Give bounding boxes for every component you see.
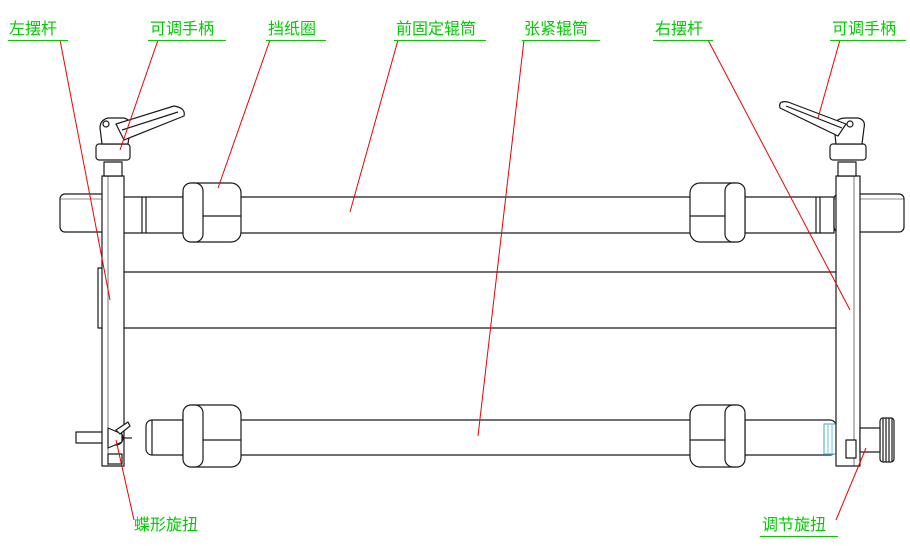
leader-front-roller bbox=[349, 39, 399, 213]
wing-knob-part bbox=[107, 421, 132, 449]
label-tension-roller: 张紧辊筒 bbox=[524, 19, 589, 38]
leader-right-swing-rod bbox=[707, 39, 851, 311]
leader-adjust-knob bbox=[835, 447, 867, 521]
underline-front-fixed-roller bbox=[394, 40, 486, 41]
label-right-handle: 可调手柄 bbox=[832, 19, 897, 38]
underline-tension-roller bbox=[522, 40, 600, 41]
left-swing-rod bbox=[97, 161, 125, 467]
leader-retaining-ring bbox=[217, 39, 271, 189]
label-retaining-ring: 挡纸圈 bbox=[268, 19, 317, 38]
retaining-ring-tension-left bbox=[182, 404, 242, 468]
underline-right-handle bbox=[830, 40, 906, 41]
label-wing-knob: 蝶形旋扭 bbox=[134, 515, 199, 534]
underline-left-swing-rod bbox=[8, 40, 68, 41]
label-right-swing-rod: 右摆杆 bbox=[655, 19, 704, 38]
leader-tension-roller bbox=[477, 39, 525, 437]
right-handle bbox=[779, 101, 867, 161]
underline-right-swing-rod bbox=[653, 40, 713, 41]
retaining-ring-tension-right bbox=[689, 404, 746, 468]
leader-left-handle bbox=[119, 39, 159, 151]
retaining-ring-front-right bbox=[689, 182, 746, 243]
leader-wing-knob bbox=[115, 439, 135, 521]
leader-right-handle bbox=[817, 39, 841, 119]
label-front-fixed-roller: 前固定辊筒 bbox=[396, 19, 477, 38]
underline-left-handle bbox=[148, 40, 226, 41]
underline-adjust-knob bbox=[760, 536, 838, 537]
label-left-swing-rod: 左摆杆 bbox=[9, 19, 58, 38]
leader-lines bbox=[59, 39, 867, 521]
underline-retaining-ring bbox=[266, 40, 326, 41]
label-adjust-knob: 调节旋扭 bbox=[762, 515, 827, 534]
adjust-knob-part bbox=[859, 417, 895, 463]
right-swing-rod bbox=[835, 161, 861, 467]
left-handle bbox=[95, 105, 185, 161]
label-left-handle: 可调手柄 bbox=[150, 19, 215, 38]
paper-web bbox=[124, 271, 838, 329]
retaining-ring-front-left bbox=[182, 182, 242, 243]
leader-left-swing-rod bbox=[59, 39, 111, 301]
